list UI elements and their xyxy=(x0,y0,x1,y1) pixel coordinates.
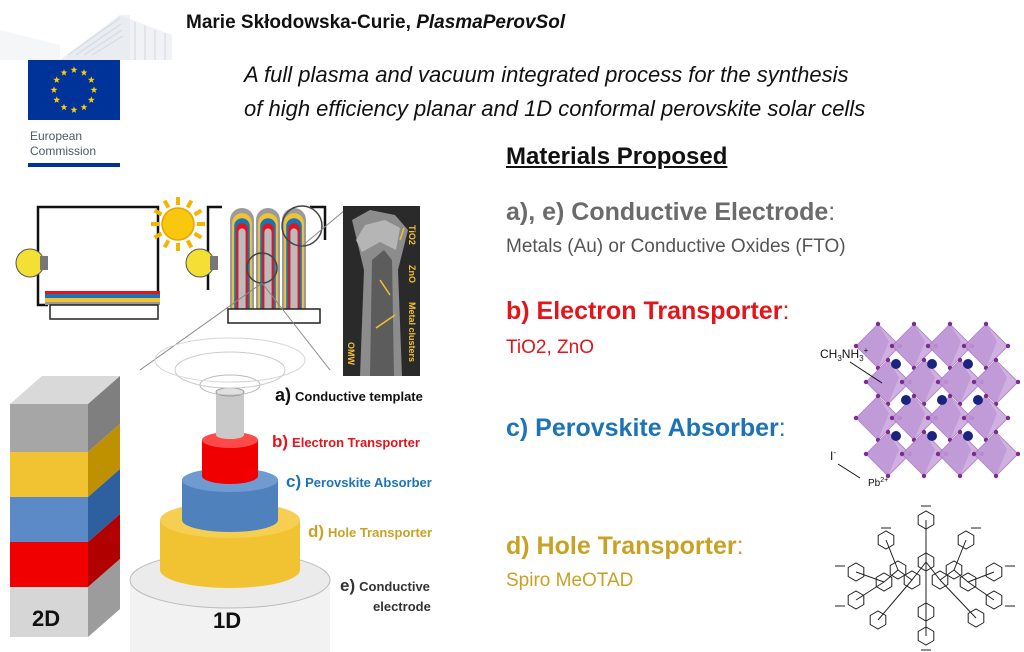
bulb-icon xyxy=(15,248,45,278)
materials-heading: Materials Proposed xyxy=(506,143,728,170)
material-conductive-electrode-desc: Metals (Au) or Conductive Oxides (FTO) xyxy=(506,236,846,257)
program-name: Marie Skłodowska-Curie, xyxy=(186,12,411,33)
layer-label-e: e)Conductive xyxy=(340,576,430,595)
eu-stars-icon xyxy=(50,66,98,113)
label-2d: 2D xyxy=(32,606,60,631)
crystal-label-metal: Pb2+ xyxy=(868,477,888,489)
subtitle-line2: of high efficiency planar and 1D conform… xyxy=(244,96,866,121)
material-hole-transporter-heading: d) Hole Transporter: xyxy=(506,532,744,560)
logo-line1: European xyxy=(30,129,82,143)
micrograph-label-tio2: TiO2 xyxy=(407,225,417,245)
concentric-layer-stack: 1D xyxy=(129,337,331,652)
spiro-meotad-molecule xyxy=(835,505,1015,651)
european-commission-logo: European Commission xyxy=(0,15,172,167)
material-conductive-electrode-heading: a), e) Conductive Electrode: xyxy=(506,198,836,226)
bulb-icon-2 xyxy=(185,248,215,278)
octahedra-lattice xyxy=(853,321,1020,479)
header-title: Marie Skłodowska-Curie, PlasmaPerovSol xyxy=(186,12,565,34)
layer-label-e-line2: electrode xyxy=(373,599,431,614)
crystal-label-anion: I- xyxy=(830,448,836,463)
layer-label-c: c)Perovskite Absorber xyxy=(286,472,432,491)
crystal-label-cation: CH3NH3+ xyxy=(820,346,869,363)
commission-building-icon xyxy=(0,15,172,60)
perovskite-crystal-structure: CH3NH3+ I- Pb2+ xyxy=(820,321,1020,489)
project-name: PlasmaPerovSol xyxy=(416,12,566,33)
sun-icon xyxy=(151,197,205,251)
label-1d: 1D xyxy=(213,608,241,633)
material-perovskite-absorber-heading: c) Perovskite Absorber: xyxy=(506,414,786,442)
layer-label-a: a)Conductive template xyxy=(275,385,423,405)
layer-label-b: b)Electron Transporter xyxy=(272,432,420,451)
micrograph-label-omw: OMW xyxy=(346,342,356,365)
micrograph-label-metal-clusters: Metal clusters xyxy=(407,302,417,362)
logo-line2: Commission xyxy=(30,144,96,158)
material-electron-transporter-heading: b) Electron Transporter: xyxy=(506,297,790,325)
micrograph-label-zno: ZnO xyxy=(407,265,417,283)
sem-micrograph: TiO2 ZnO Metal clusters OMW xyxy=(343,206,420,376)
layer-label-d: d)Hole Transporter xyxy=(308,522,432,541)
planar-layer-stack: 2D xyxy=(10,376,120,637)
subtitle-line1: A full plasma and vacuum integrated proc… xyxy=(244,62,849,87)
planar-cell-circuit xyxy=(15,205,160,320)
material-hole-transporter-desc: Spiro MeOTAD xyxy=(506,570,634,591)
material-electron-transporter-desc: TiO2, ZnO xyxy=(506,337,594,358)
solar-cell-diagram: TiO2 ZnO Metal clusters OMW 2D 1D xyxy=(10,197,432,652)
nanostructured-cell-circuit xyxy=(139,205,346,371)
